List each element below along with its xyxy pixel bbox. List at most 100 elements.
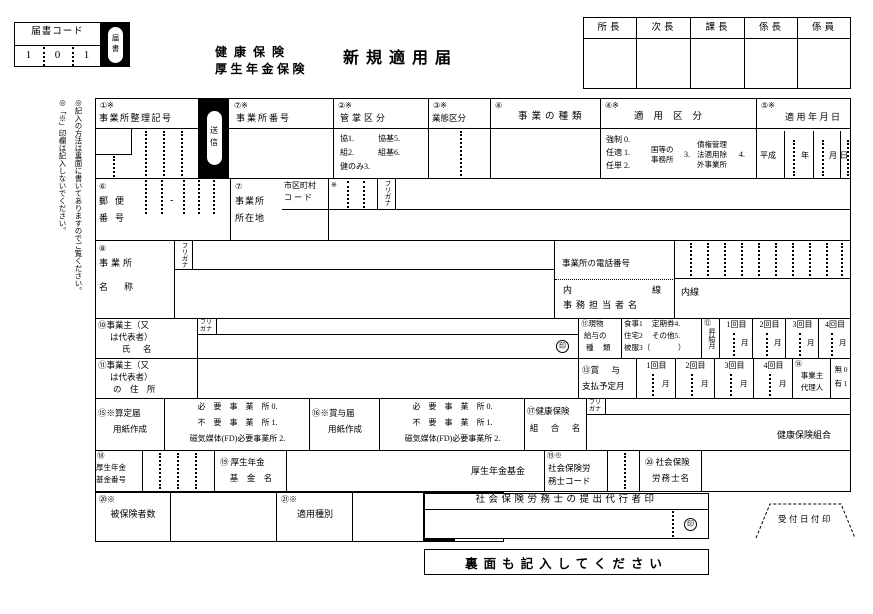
field-6-yubin-bango[interactable] <box>95 178 231 240</box>
field-11g-opt-3b[interactable]: ） <box>678 343 686 352</box>
agent-stamp-header: 社会保険労務士の提出代行者印 <box>475 495 658 505</box>
field-6-dash: - <box>170 195 174 206</box>
field-2-option-2[interactable]: 組2. <box>340 148 354 157</box>
field-2-option-4[interactable]: 健のみ3. <box>340 162 370 171</box>
field-16-options[interactable] <box>380 398 525 450</box>
field-3-gyotai-kubun[interactable] <box>429 98 491 178</box>
field-15-options[interactable] <box>165 398 310 450</box>
field-11g-opt-2a[interactable]: 住宅2 <box>624 331 643 340</box>
field-4-option2-line2[interactable]: 事務所 <box>651 155 674 164</box>
field-12-dot-0 <box>733 333 735 356</box>
field-4-tekiyo-kubun[interactable] <box>601 98 757 178</box>
approval-col-0[interactable] <box>583 17 637 89</box>
title-line2: 厚生年金保険 <box>215 62 309 76</box>
field-13-col-2[interactable] <box>715 358 754 398</box>
field-11g-opt-1a[interactable]: 食事1 <box>624 319 643 328</box>
field-4-option3-line1[interactable]: 債権管理 <box>697 140 727 149</box>
field-3-num: ③※ <box>433 101 447 110</box>
field-14-options[interactable] <box>831 358 851 398</box>
field-16-opt-3[interactable]: 磁気媒体(FD)必要事業所 2. <box>404 434 501 443</box>
field-9-dot-4 <box>758 243 760 276</box>
field-2-num: ②※ <box>338 101 352 110</box>
field-1-prefix-box[interactable] <box>95 128 132 155</box>
field-17-furigana-label <box>587 398 606 415</box>
field-5-month-box[interactable] <box>814 131 841 178</box>
field-15-opt-1[interactable]: 必 要 事 業 所 0. <box>197 402 278 411</box>
field-9-phone-input[interactable] <box>675 240 851 279</box>
field-4-option2-line1[interactable]: 国等の <box>651 145 674 154</box>
field-17-furigana-input[interactable] <box>606 398 851 415</box>
field-14-opt-1[interactable]: 無 0 <box>834 365 848 374</box>
approval-col-1[interactable] <box>637 17 691 89</box>
field-10-name-input[interactable] <box>198 335 579 358</box>
field-9-ext-label-2: 事務担当者名 <box>563 300 642 310</box>
field-15-label-2: 用紙作成 <box>112 424 147 434</box>
field-4-option3-line3[interactable]: 外事業所 <box>697 160 727 169</box>
field-14-opt-2[interactable]: 有 1 <box>834 379 848 388</box>
field-2-option-3[interactable]: 組基6. <box>378 148 400 157</box>
field-16-opt-2[interactable]: 不 要 事 業 所 1. <box>412 418 493 427</box>
field-14-label-1: 事業主 <box>800 371 824 380</box>
field-11g-opt-3a[interactable]: 被服3（ <box>624 343 651 352</box>
field-18-input[interactable] <box>143 450 215 492</box>
field-7-furigana-input[interactable] <box>396 178 851 210</box>
approval-col-2[interactable] <box>691 17 745 89</box>
field-15-opt-3[interactable]: 磁気媒体(FD)必要事業所 2. <box>189 434 286 443</box>
field-18-dot-c <box>195 453 197 489</box>
field-5-unit-month: 月 <box>829 151 837 160</box>
field-2-kansho-kubun[interactable] <box>334 98 429 178</box>
field-7-city-code-input[interactable] <box>329 178 378 210</box>
field-12-col-0[interactable] <box>720 318 753 358</box>
field-11g-options[interactable] <box>622 318 702 358</box>
field-9-ext-input[interactable] <box>675 279 851 318</box>
field-12-col-1[interactable] <box>753 318 786 358</box>
form-code-digit-3: 1 <box>83 49 90 61</box>
field-20-input[interactable] <box>171 492 277 542</box>
field-12-col-header-3: 4回目 <box>825 320 845 329</box>
field-13-col-1[interactable] <box>676 358 715 398</box>
field-4-option-0[interactable]: 強制 0. <box>606 135 630 144</box>
field-11-jigyonushi-jusho[interactable] <box>95 358 198 398</box>
field-11-address-input[interactable] <box>198 358 579 398</box>
field-2-option-0[interactable]: 協1. <box>340 134 354 143</box>
field-7-label-2: 所在地 <box>235 213 266 223</box>
field-11g-line1: ⑪現物 <box>581 320 604 328</box>
field-16-opt-1[interactable]: 必 要 事 業 所 0. <box>412 402 493 411</box>
field-8-furigana-input[interactable] <box>193 240 555 270</box>
field-20-sharoshi-name-input[interactable] <box>702 450 851 492</box>
field-10-furigana-input[interactable] <box>217 318 579 335</box>
field-13-line1: ⑬賞 与 <box>582 366 622 375</box>
field-13-col-3[interactable] <box>754 358 793 398</box>
field-11g-opt-2b[interactable]: その他5. <box>652 331 681 340</box>
approval-col-3[interactable] <box>745 17 798 89</box>
field-11g-opt-1b[interactable]: 定期券4. <box>652 319 681 328</box>
field-12-col-2[interactable] <box>786 318 819 358</box>
field-7top-jigyosho-bango[interactable] <box>229 98 334 178</box>
field-8-name-input[interactable] <box>175 270 555 318</box>
agent-stamp-seal[interactable]: 印 <box>684 518 697 531</box>
field-4-option-2[interactable]: 任単 2. <box>606 161 630 170</box>
field-21-input[interactable] <box>353 492 424 542</box>
field-13-unit-1: 月 <box>701 379 709 388</box>
field-10-seal-mark: 印 <box>556 340 569 353</box>
field-19-name-input[interactable] <box>287 450 545 492</box>
field-12-unit-0: 月 <box>741 338 749 347</box>
form-code-label: 届書コード <box>31 27 84 37</box>
field-2-option-1[interactable]: 協基5. <box>378 134 400 143</box>
field-8-jigyosho-meisho[interactable] <box>95 240 175 318</box>
field-4-option3-line2[interactable]: 法適用除 <box>697 150 727 159</box>
bottom-notice-box: 裏面も記入してください <box>424 549 709 575</box>
field-1-jigyosho-seiri-kigo[interactable] <box>95 98 199 178</box>
field-4-option-1[interactable]: 任適 1. <box>606 148 630 157</box>
field-5-year-box[interactable] <box>784 131 814 178</box>
field-10-jigyonushi-shimei[interactable] <box>95 318 198 358</box>
field-15-opt-2[interactable]: 不 要 事 業 所 1. <box>197 418 278 427</box>
field-4-jigyo-no-shurui[interactable] <box>491 98 601 178</box>
field-13-col-0[interactable] <box>637 358 676 398</box>
field-11-genbutsu-kyuyo[interactable] <box>579 318 622 358</box>
field-17-line1: ⑰健康保険 <box>527 407 570 416</box>
field-19-code-input[interactable] <box>608 450 640 492</box>
field-9-dot-0 <box>690 243 692 276</box>
field-19-num: ⑲※ <box>547 451 562 460</box>
field-7-address-input[interactable] <box>329 210 851 240</box>
